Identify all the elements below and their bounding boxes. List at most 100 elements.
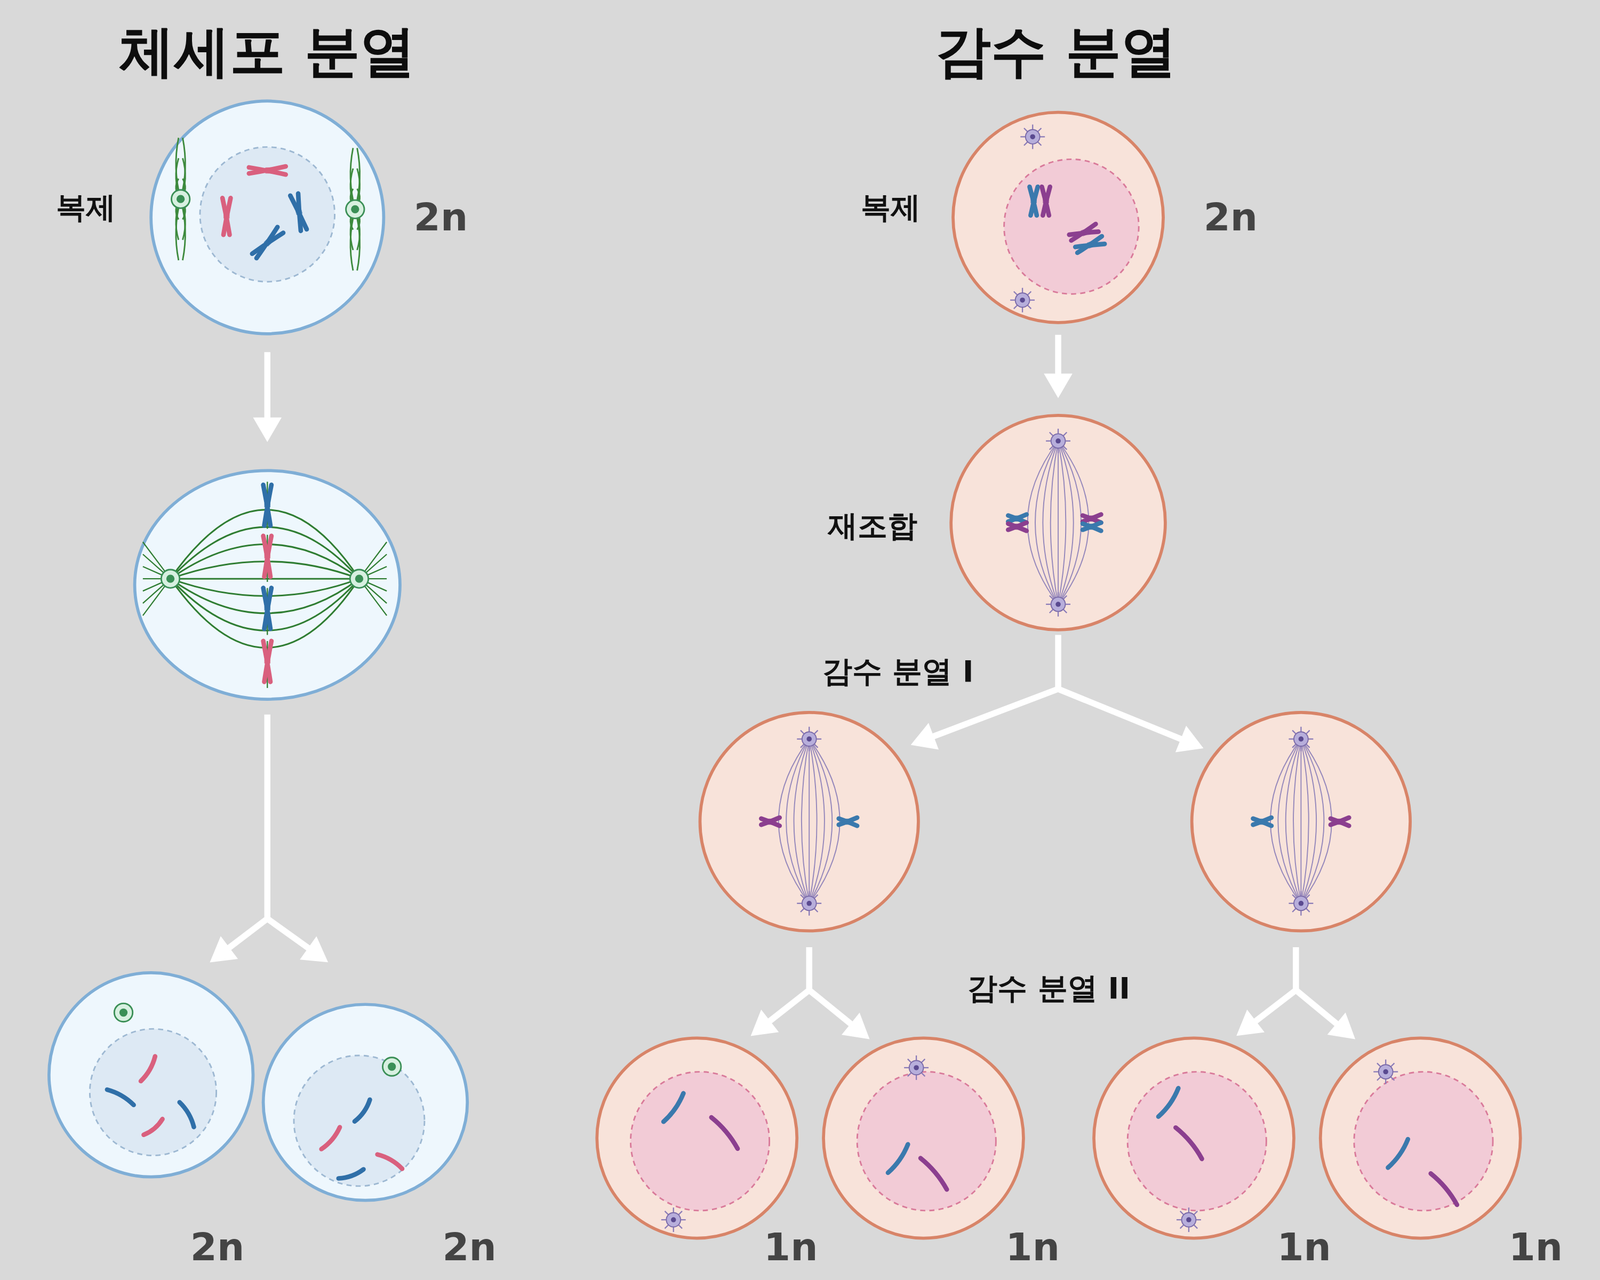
centriole — [1055, 601, 1061, 607]
centriole — [1029, 134, 1036, 140]
arrow-head — [1236, 1009, 1265, 1036]
chromatid — [888, 1144, 910, 1174]
centrosome — [382, 1057, 401, 1076]
chromosome — [251, 227, 284, 260]
arrow-head — [750, 1009, 780, 1036]
centromere — [1337, 818, 1342, 825]
centrosome — [1045, 592, 1071, 617]
spindle-fiber — [1300, 739, 1302, 904]
ploidy-label: 1n — [1005, 1226, 1060, 1269]
spindle-fiber — [1293, 739, 1301, 904]
chromatid — [1075, 237, 1105, 254]
centromere — [264, 554, 271, 559]
centrosome — [796, 891, 822, 916]
chromosome — [290, 193, 308, 232]
stage-label: 감수 분열 I — [822, 655, 974, 689]
centrosome-body — [1293, 896, 1309, 911]
centriole — [1298, 900, 1304, 907]
spindle-fiber — [1277, 739, 1301, 904]
centrosome-body — [1015, 292, 1030, 308]
centrosome — [1176, 1207, 1202, 1232]
chromatid-line — [711, 1116, 740, 1149]
spindle-fiber — [1058, 441, 1066, 605]
chromatid — [838, 818, 858, 826]
centrosome — [661, 1207, 686, 1232]
centrosome — [1288, 726, 1314, 752]
centriole — [1055, 438, 1061, 444]
centromere — [223, 214, 230, 219]
chromatid-line — [321, 1126, 342, 1151]
chromosome — [222, 197, 231, 235]
centrosome — [171, 189, 190, 208]
chromatid — [1030, 186, 1038, 216]
centrosome-body — [1051, 597, 1066, 612]
chromatid-line — [354, 1099, 372, 1123]
centromere — [295, 209, 303, 215]
centromere — [264, 659, 271, 664]
chromatid — [761, 818, 780, 826]
cell-membrane — [700, 712, 919, 932]
centrosome-body — [114, 1003, 133, 1022]
centrosome-body — [802, 896, 817, 911]
flow-arrow — [1058, 689, 1196, 746]
centrosome-body — [1378, 1064, 1394, 1079]
centrosome-body — [382, 1057, 401, 1076]
chromatid — [223, 197, 231, 235]
chromatid — [1042, 186, 1050, 216]
page-heading: 체세포 분열 — [118, 20, 416, 82]
chromosome — [761, 817, 780, 826]
spindle-fiber — [809, 739, 817, 904]
chromatid — [264, 484, 272, 526]
ploidy-label: 2n — [413, 196, 468, 239]
ploidy-label: 2n — [442, 1226, 496, 1269]
centriole — [806, 900, 812, 907]
chromatid-line — [140, 1056, 157, 1083]
spindle-fiber — [778, 739, 810, 904]
cell-membrane — [1320, 1037, 1521, 1238]
chromatid — [179, 1101, 196, 1127]
centrosome-body — [161, 569, 180, 588]
arrow-head — [1175, 725, 1204, 753]
chromosome — [1075, 236, 1106, 254]
centriole — [176, 195, 185, 204]
centrosome — [346, 200, 365, 219]
chromatid — [321, 1126, 342, 1151]
centriole — [1298, 736, 1304, 742]
spindle-fiber — [170, 578, 360, 631]
chromatid — [249, 167, 286, 175]
spindle-fiber — [1300, 739, 1332, 904]
centrosome-body — [909, 1060, 924, 1076]
centriole — [350, 205, 359, 214]
chromatid — [252, 227, 284, 259]
centromere — [1086, 241, 1093, 249]
centromere — [1260, 818, 1265, 825]
chromatid — [291, 193, 308, 231]
cell-membrane — [823, 1037, 1024, 1238]
arrow-head — [299, 936, 328, 963]
spindle-fiber — [1285, 739, 1302, 904]
chromatid — [663, 1093, 685, 1123]
spindle-fiber — [794, 739, 810, 904]
centromere — [1030, 198, 1037, 204]
chromatid-line — [143, 1118, 164, 1136]
spindle-fiber — [1300, 739, 1324, 904]
ploidy-label: 2n — [190, 1226, 245, 1269]
chromatid-line — [1388, 1139, 1410, 1169]
cell-membrane — [950, 415, 1166, 630]
cell-membrane — [263, 1004, 468, 1200]
centromere — [1080, 229, 1087, 237]
centrosome-body — [1181, 1212, 1197, 1228]
chromatid-line — [1158, 1088, 1180, 1118]
chromatid-line — [1175, 1126, 1204, 1159]
chromatid — [1158, 1088, 1180, 1118]
centriole — [670, 1217, 677, 1223]
spindle-fiber — [1270, 739, 1301, 904]
chromatid-line — [377, 1152, 404, 1169]
centrosome — [114, 1003, 133, 1022]
centrosome — [1288, 891, 1314, 916]
centrosome — [349, 569, 368, 588]
nucleus — [1127, 1072, 1267, 1211]
centrosome — [161, 569, 180, 588]
chromatid-line — [107, 1088, 135, 1106]
chromosome — [263, 641, 272, 683]
